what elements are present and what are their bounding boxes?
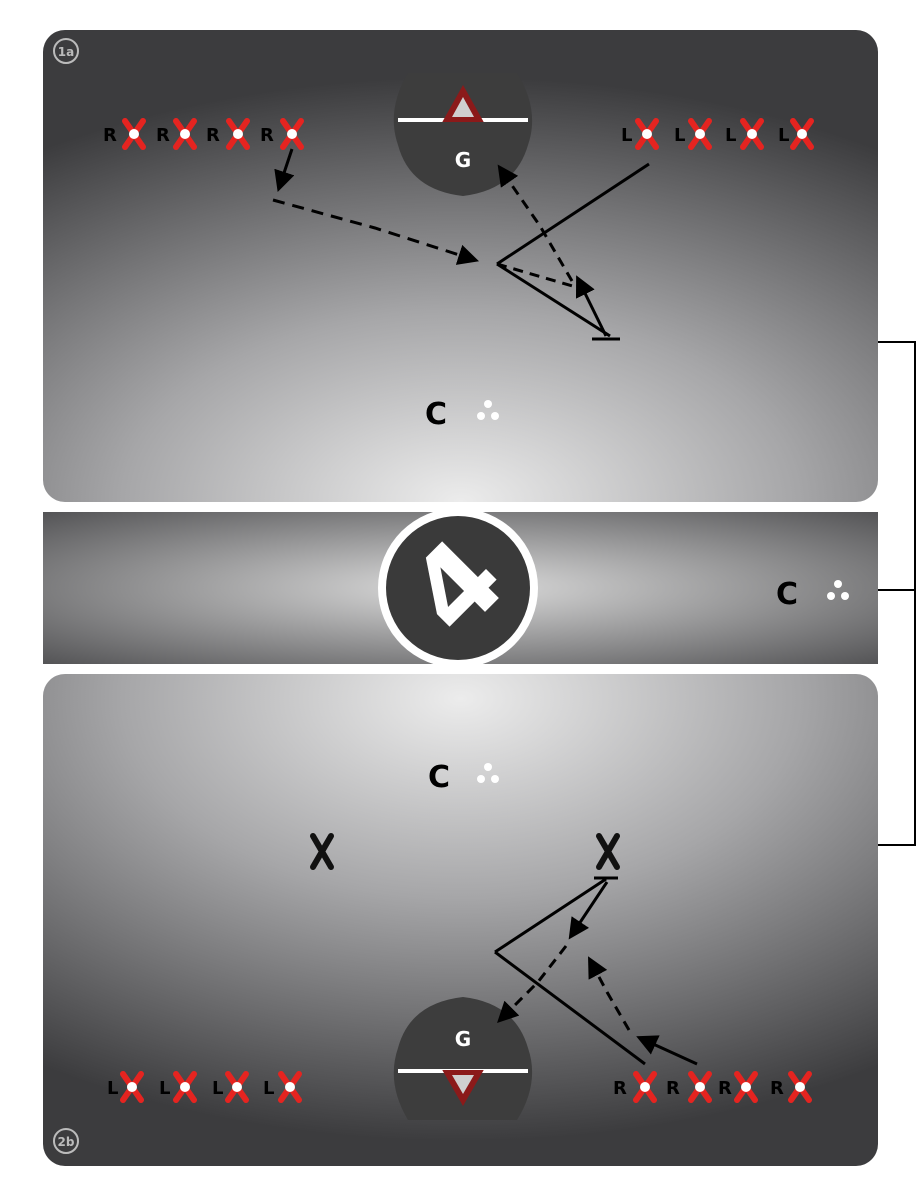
cut-path-line <box>494 877 607 954</box>
field <box>43 30 878 1166</box>
player-label-r: R <box>666 1078 680 1099</box>
cut-path-line <box>568 881 609 940</box>
center-logo: 4 <box>378 508 538 668</box>
bottom-coach: C <box>428 760 499 795</box>
player-label-r: R <box>260 125 274 146</box>
drill-bracket <box>878 341 916 846</box>
ball-path-arrow <box>636 1035 698 1066</box>
player-label-l: L <box>107 1078 118 1099</box>
bottom-right-r-line: R R R R <box>613 1074 809 1100</box>
top-left-r-line: R R R R <box>103 121 301 147</box>
player-label-l: L <box>725 125 736 146</box>
pass-path-dashed <box>588 956 631 1031</box>
top-drill-paths <box>272 148 650 341</box>
cut-path-line <box>494 950 646 1066</box>
pass-path-dashed <box>272 198 480 265</box>
shot-path-dashed <box>497 164 574 282</box>
field-top-half <box>43 30 878 502</box>
top-goalie-label: G <box>455 148 471 172</box>
player-label-r: R <box>206 125 220 146</box>
top-right-l-line: L L L L <box>621 121 811 147</box>
coach-label: C <box>776 577 798 612</box>
top-coach: C <box>425 397 499 432</box>
bottom-left-l-line: L L L L <box>107 1074 299 1100</box>
coach-label: C <box>428 760 450 795</box>
bottom-goalie-label: G <box>455 1027 471 1051</box>
bottom-goal: G <box>393 997 533 1120</box>
player-label-r: R <box>156 125 170 146</box>
defender-marker-right <box>596 833 620 870</box>
player-label-l: L <box>212 1078 223 1099</box>
player-label-l: L <box>159 1078 170 1099</box>
ball-path-arrow <box>274 148 295 192</box>
drill-badge-1a: 1a <box>53 38 79 64</box>
cut-path-line <box>575 275 608 337</box>
drill-badge-1a-text: 1a <box>58 45 74 59</box>
defender-marker-left <box>310 833 334 870</box>
coach-label: C <box>425 397 447 432</box>
bottom-drill-paths <box>494 876 698 1066</box>
top-goal: G <box>393 73 533 196</box>
player-label-r: R <box>718 1078 732 1099</box>
cut-path-line <box>496 162 650 266</box>
drill-badge-2b-text: 2b <box>58 1135 75 1149</box>
player-label-r: R <box>770 1078 784 1099</box>
player-label-r: R <box>613 1078 627 1099</box>
cut-path-line <box>496 262 611 338</box>
player-label-r: R <box>103 125 117 146</box>
player-label-l: L <box>674 125 685 146</box>
pass-path-dashed <box>496 262 577 289</box>
field-bottom-half <box>43 674 878 1166</box>
drill-badge-2b: 2b <box>53 1128 79 1154</box>
player-label-l: L <box>621 125 632 146</box>
player-label-l: L <box>778 125 789 146</box>
midfield-coach: C <box>776 577 849 612</box>
player-label-l: L <box>263 1078 274 1099</box>
